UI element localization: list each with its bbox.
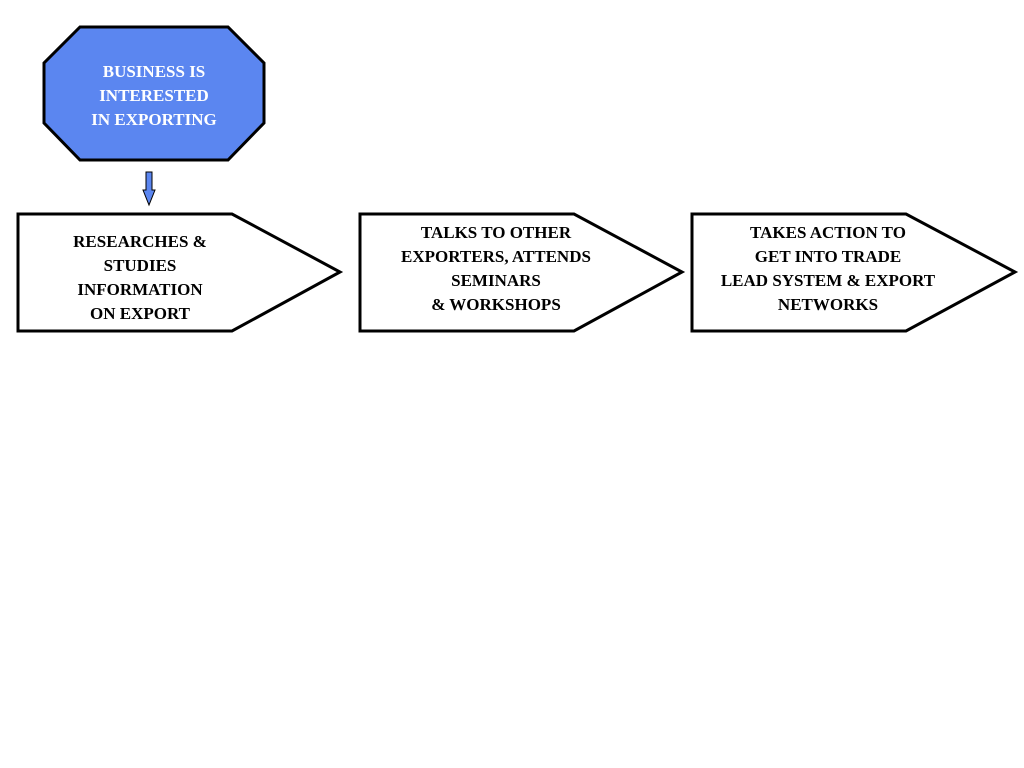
step-1-pentagon [16, 212, 344, 333]
step-3-pentagon [690, 212, 1019, 333]
step-3-label: TAKES ACTION TO GET INTO TRADE LEAD SYST… [720, 223, 936, 314]
start-node-label: BUSINESS IS INTERESTED IN EXPORTING [91, 62, 217, 129]
step-2-pentagon [358, 212, 686, 333]
start-octagon-node [42, 25, 266, 162]
step-2-label: TALKS TO OTHER EXPORTERS, ATTENDS SEMINA… [401, 223, 591, 314]
step-1-label: RESEARCHES & STUDIES INFORMATION ON EXPO… [73, 232, 207, 323]
down-arrow-connector [142, 171, 156, 207]
